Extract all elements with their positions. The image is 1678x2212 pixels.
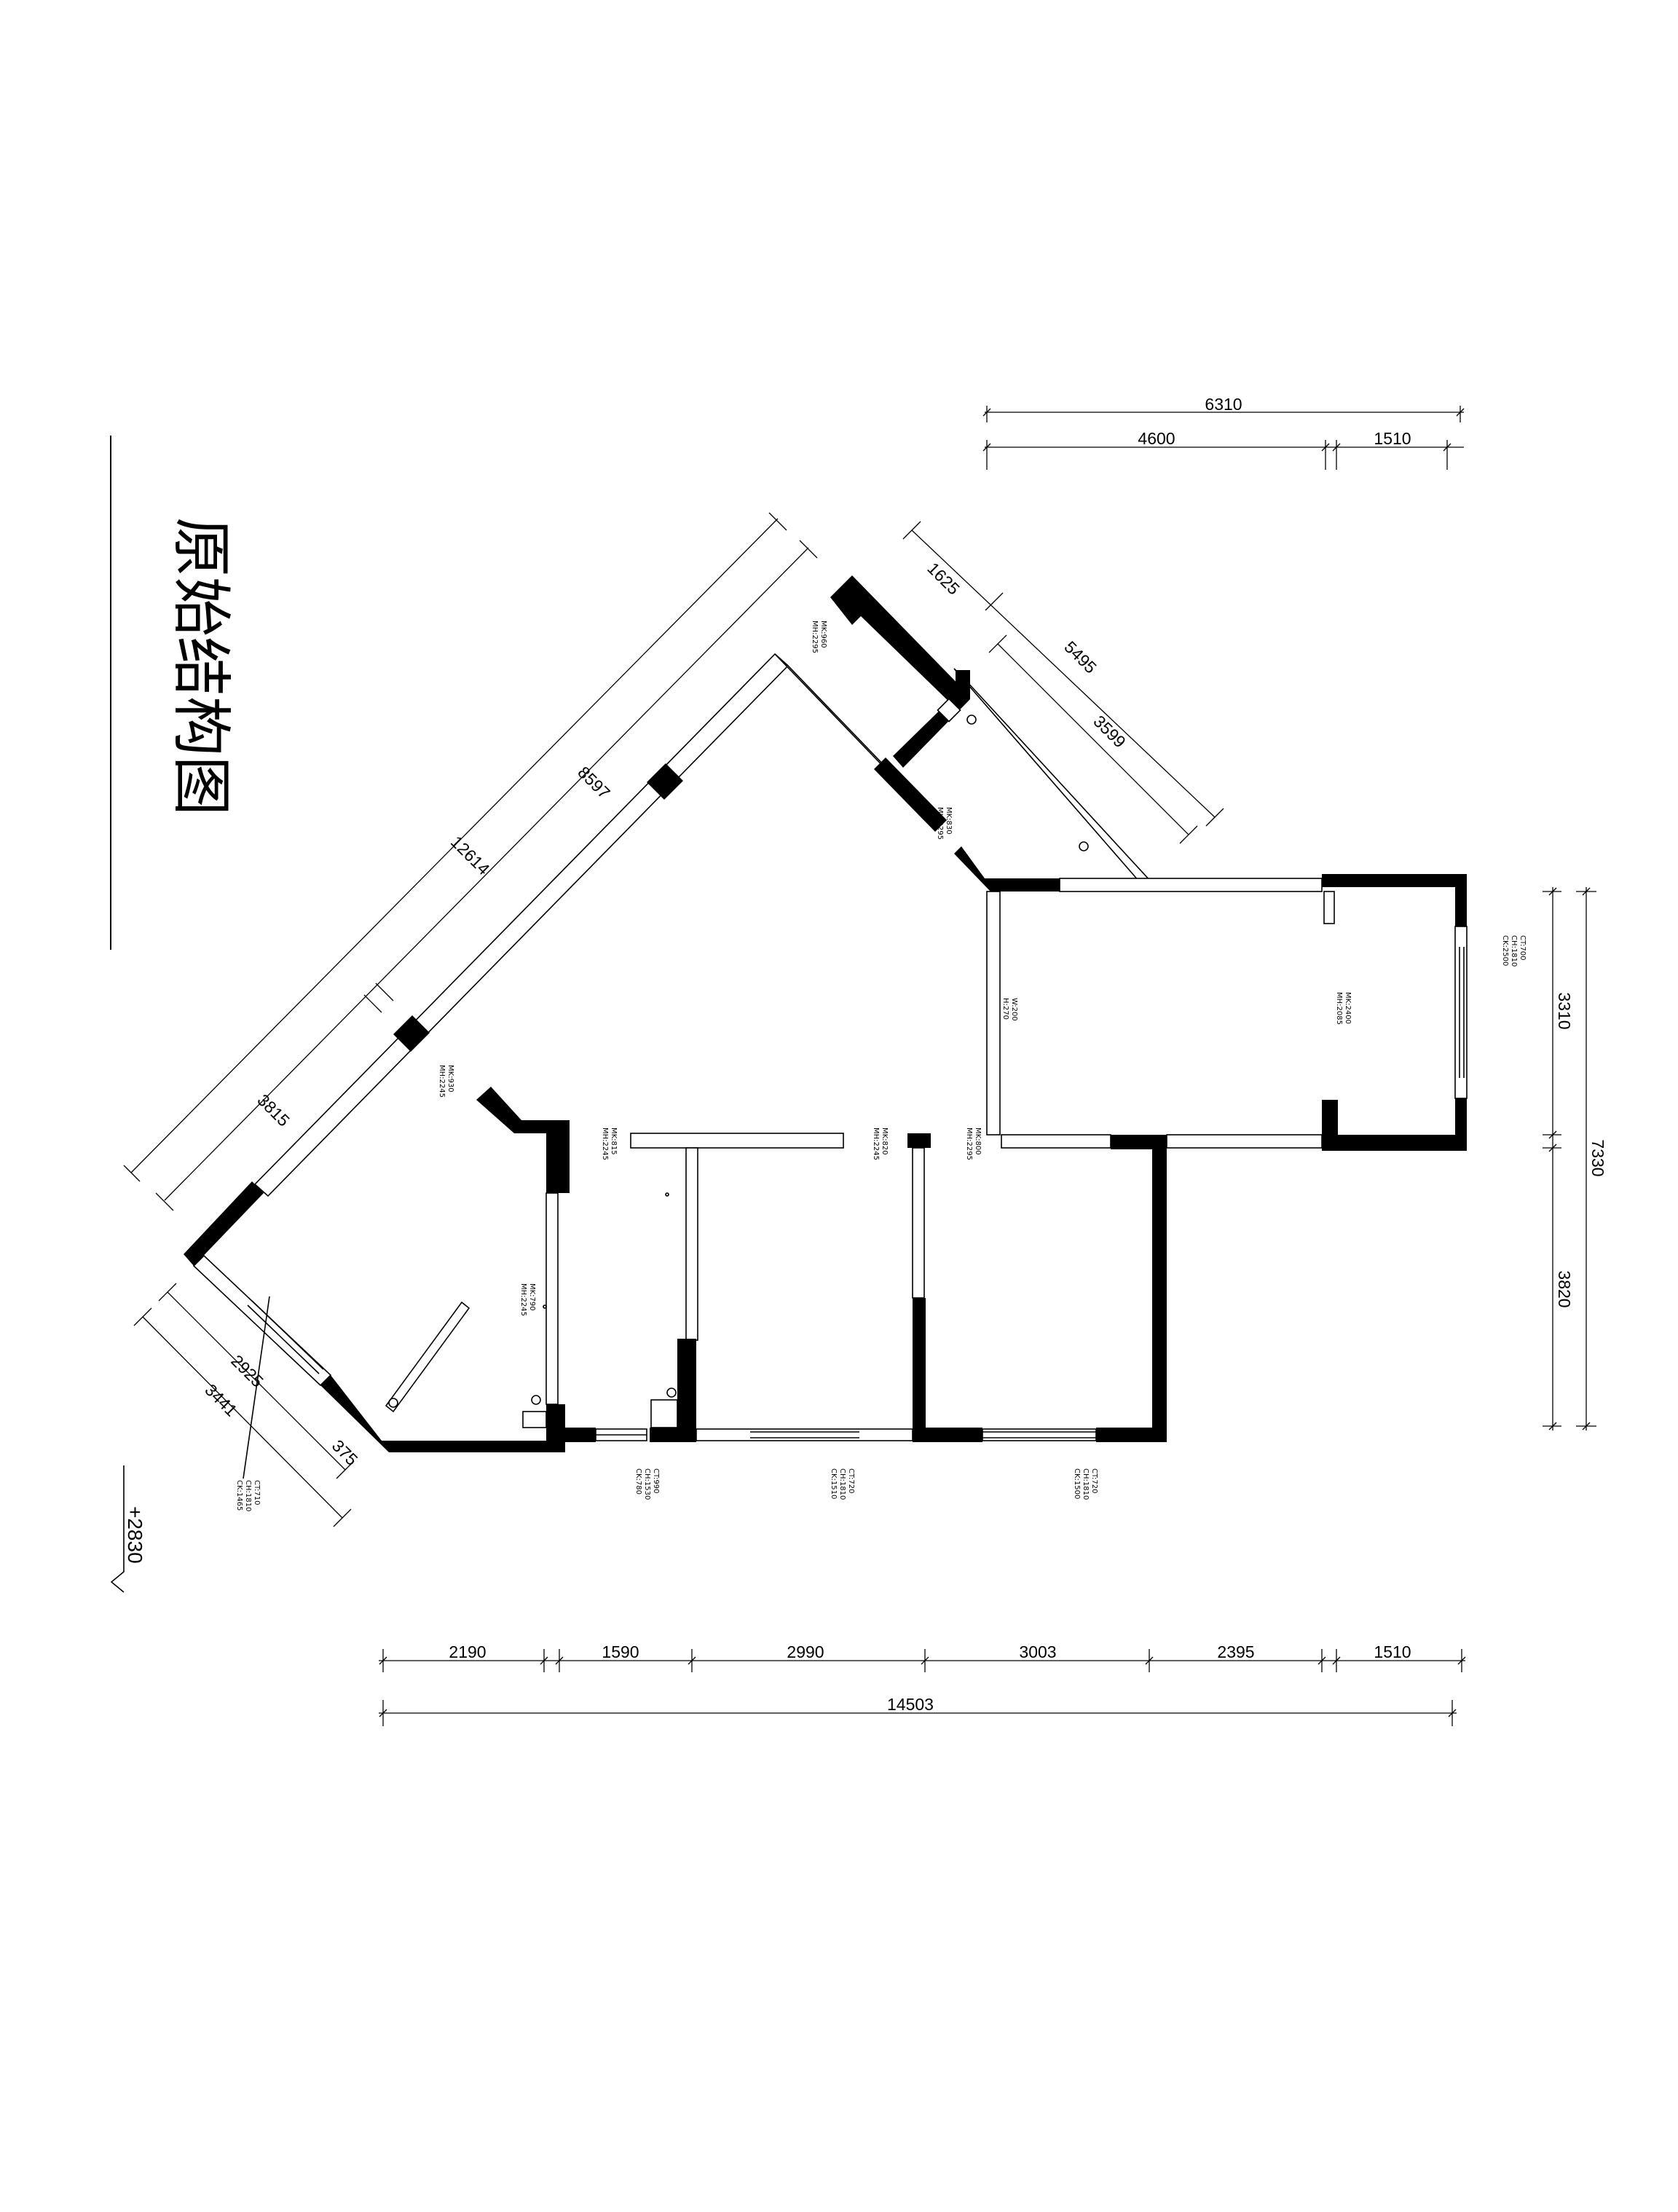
dim-bottom-1: 2190 (449, 1642, 486, 1661)
d-n-mh: MH:2295 (811, 621, 819, 653)
dim-bottom-3: 2990 (787, 1642, 824, 1661)
d-mid-w: W:200 (1010, 998, 1018, 1021)
door-w-label: MH:2245 MK:930 (438, 1065, 454, 1098)
w-b3-ch: CH:1810 (1082, 1468, 1090, 1500)
dim-bottom-4: 3003 (1019, 1642, 1056, 1661)
fixtures (388, 698, 1089, 1428)
dim-right-total: 7330 (1588, 1139, 1607, 1176)
door-bath-label: MH:2245 MK:790 (519, 1283, 536, 1316)
window-e-label: CK:2500 CH:1810 CT:700 (1501, 935, 1527, 967)
w-sw-ct: CT:710 (253, 1480, 261, 1505)
dim-bottom-5: 2395 (1217, 1642, 1254, 1661)
d-bath-mh: MH:2245 (519, 1283, 527, 1316)
dim-top-total: 6310 (1205, 395, 1242, 414)
d-c1-mh: MH:2245 (601, 1127, 609, 1160)
d-c2-mh: MH:2245 (872, 1127, 880, 1160)
title-block: 原始结构图 (110, 436, 235, 950)
w-b2-ck: CK:1510 (830, 1468, 838, 1499)
w-b2-ch: CH:1810 (838, 1468, 846, 1500)
w-b1-ct: CT:990 (652, 1468, 660, 1493)
w-e-ct: CT:700 (1519, 935, 1527, 960)
d-east-mh: MH:2085 (1335, 992, 1343, 1025)
window-b2-label: CK:1510 CH:1810 CT:720 (830, 1468, 855, 1500)
w-b1-ck: CK:780 (634, 1468, 642, 1495)
door-c3-label: MH:2295 MK:800 (965, 1127, 982, 1160)
opening-labels: CK:1465 CH:1810 CT:710 CK:780 CH:1530 CT… (235, 621, 1527, 1511)
door-n-label: MH:2295 MK:960 (811, 621, 827, 653)
dim-diag-ne-a: 1625 (923, 559, 964, 599)
window-b1-label: CK:780 CH:1530 CT:990 (634, 1468, 660, 1500)
door-east-label: MH:2085 MK:2400 (1335, 992, 1352, 1025)
w-e-ch: CH:1810 (1510, 935, 1518, 967)
door-mid-label: H:270 W:200 (1001, 998, 1018, 1021)
d-bath-mk: MK:790 (528, 1283, 536, 1311)
dim-right-a: 3310 (1555, 992, 1574, 1029)
d-mid-h: H:270 (1001, 998, 1009, 1020)
dim-bottom-2: 1590 (602, 1642, 639, 1661)
dim-diag-inner: 8597 (574, 763, 614, 803)
dim-top-b: 1510 (1374, 429, 1411, 448)
bottom-dimension: 2190 1590 2990 3003 2395 1510 14503 (379, 1642, 1466, 1726)
dim-sw-b: 3441 (201, 1380, 241, 1420)
dim-sw-c: 375 (328, 1436, 362, 1470)
dim-diag-lower: 3815 (253, 1090, 294, 1130)
dim-bottom-6: 1510 (1374, 1642, 1411, 1661)
w-b3-ck: CK:1500 (1073, 1468, 1081, 1499)
door-c1-label: MH:2245 MK:815 (601, 1127, 618, 1160)
w-b3-ct: CT:720 (1090, 1468, 1098, 1493)
d-ne-mk: MK:830 (945, 807, 953, 835)
d-c3-mh: MH:2295 (965, 1127, 973, 1160)
elevation-marker: +2830 (110, 1465, 146, 1593)
d-c1-mk: MK:815 (610, 1127, 618, 1155)
dim-diag-ne-total: 5495 (1060, 637, 1100, 677)
w-sw-ck: CK:1465 (235, 1480, 243, 1511)
d-ne-mh: MH:2295 (936, 807, 944, 840)
window-sw-label: CK:1465 CH:1810 CT:710 (235, 1480, 261, 1511)
d-w-mk: MK:930 (446, 1065, 454, 1093)
dim-right-b: 3820 (1555, 1270, 1574, 1307)
w-b2-ct: CT:720 (847, 1468, 855, 1493)
right-dimension: 3310 3820 7330 (1543, 887, 1607, 1430)
top-dimension: 6310 4600 1510 (982, 395, 1465, 470)
dim-diag-ne-b: 3599 (1090, 712, 1130, 752)
w-b1-ch: CH:1530 (643, 1468, 651, 1500)
window-b3-label: CK:1500 CH:1810 CT:720 (1073, 1468, 1098, 1500)
d-w-mh: MH:2245 (438, 1065, 446, 1098)
dim-bottom-total: 14503 (887, 1695, 934, 1714)
elevation-label: +2830 (124, 1506, 146, 1564)
solid-walls (184, 575, 1467, 1452)
d-east-mk: MK:2400 (1344, 992, 1352, 1024)
windows (192, 926, 1468, 1441)
drawing-title: 原始结构图 (166, 517, 235, 816)
d-c2-mk: MK:820 (881, 1127, 889, 1155)
dim-top-a: 4600 (1138, 429, 1175, 448)
d-n-mk: MK:960 (819, 621, 827, 648)
w-sw-ch: CH:1810 (244, 1480, 252, 1511)
door-ne-label: MH:2295 MK:830 (936, 807, 953, 840)
dim-diag-outer: 12614 (447, 833, 494, 879)
w-e-ck: CK:2500 (1501, 935, 1509, 966)
door-c2-label: MH:2245 MK:820 (872, 1127, 889, 1160)
d-c3-mk: MK:800 (974, 1127, 982, 1155)
